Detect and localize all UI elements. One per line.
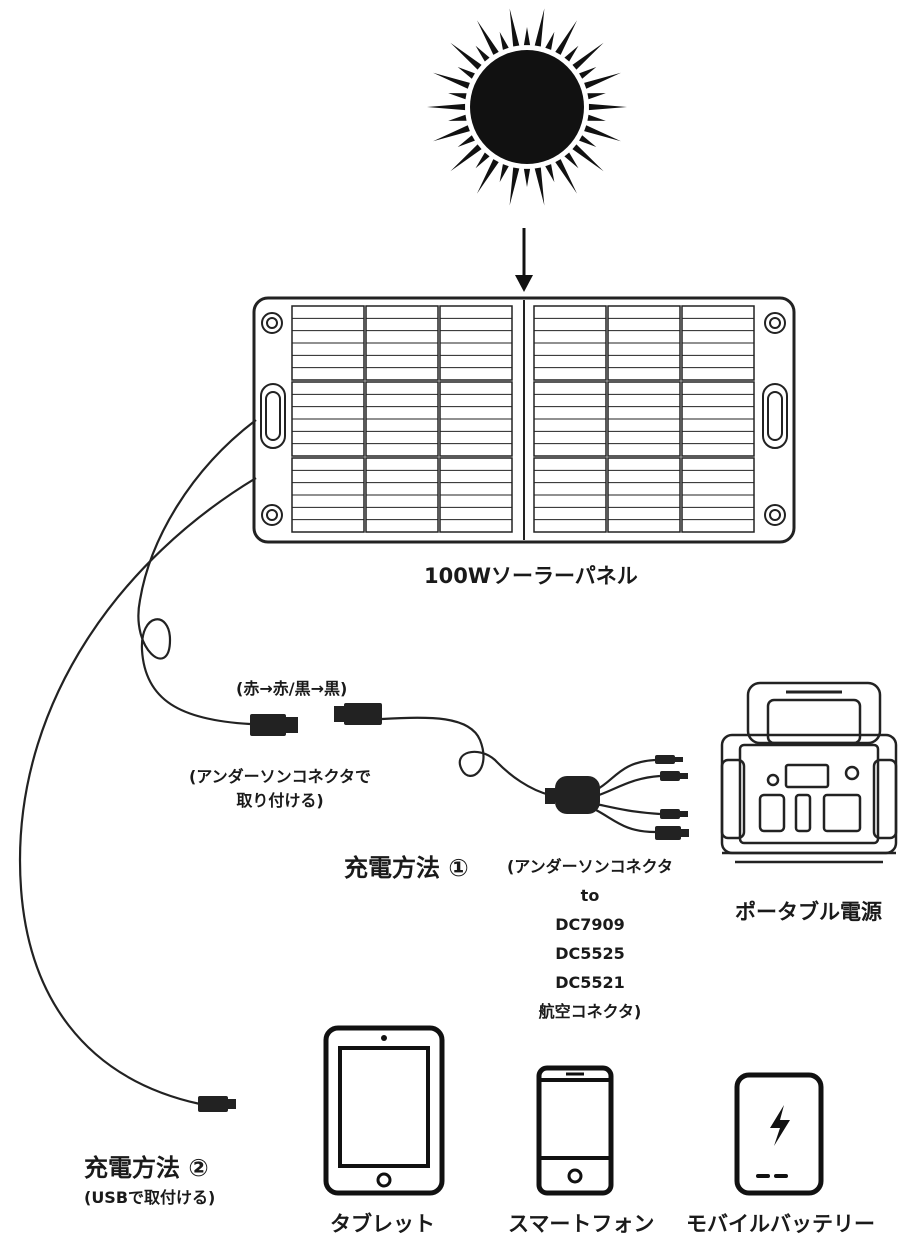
adapter-note-line2: to [580,886,600,905]
sun-ray [427,103,466,111]
sun-ray [475,152,490,169]
sun-ray [457,135,475,147]
sun-ray [584,125,621,142]
sun-ray [545,164,555,183]
solar-panel [252,296,796,544]
sun-icon [427,8,627,206]
sun-ray [509,8,520,47]
sun-ray [448,114,467,121]
sun-ray [534,8,545,47]
dc-plug-tips [655,755,689,840]
sun-ray [457,67,475,79]
method2-note: (USBで取付ける) [84,1188,216,1207]
sun-ray [564,152,579,169]
sun-ray [588,103,627,111]
sun-ray [450,42,482,70]
adapter-note-line4: DC5525 [555,944,625,963]
smartphone-icon [536,1065,614,1196]
sun-ray [523,168,531,187]
sun-ray [572,42,604,70]
sun-ray [584,72,621,89]
sun-ray [555,159,577,194]
sun-ray [534,167,545,206]
usb-plug [198,1096,236,1112]
adapter-note-line6: 航空コネクタ) [538,1002,642,1021]
anderson-note: (アンダーソンコネクタで 取り付ける) [160,763,400,811]
sun-ray [579,67,597,79]
sun-ray [587,114,606,121]
sunlight-arrow [515,228,533,292]
anderson-note-line2: 取り付ける) [236,791,324,810]
anderson-connector-left [250,714,298,736]
sun-ray [450,144,482,172]
battery-icon [734,1072,824,1196]
sun-ray [448,93,467,100]
tablet-icon [323,1025,445,1196]
solar-panel-label: 100Wソーラーパネル [424,564,638,588]
tablet-label: タブレット [330,1212,435,1236]
sun-ray [523,27,531,46]
sun-ray [499,31,509,50]
adapter-note-line3: DC7909 [555,915,625,934]
mobile-battery-label: モバイルバッテリー [686,1212,875,1236]
adapter-note-line1: (アンダーソンコネクタ [506,857,674,876]
power-station-label: ポータブル電源 [735,900,882,924]
sun-ray [477,159,499,194]
method1-title: 充電方法 ① [344,854,469,882]
sun-ray [499,164,509,183]
adapter-hub [545,776,600,814]
sun-ray [572,144,604,172]
anderson-connector-right [334,703,382,725]
sun-ray [475,45,490,62]
sun-ray [587,93,606,100]
sun-ray [433,72,470,89]
adapter-note: (アンダーソンコネクタ to DC7909 DC5525 DC5521 航空コネ… [470,852,710,1026]
sun-ray [564,45,579,62]
adapter-note-line5: DC5521 [555,973,625,992]
smartphone-label: スマートフォン [508,1212,655,1236]
sun-ray [545,31,555,50]
sun-ray [477,20,499,55]
polarity-note: (赤→赤/黒→黒) [236,679,348,698]
method2-title: 充電方法 ② [84,1154,209,1182]
sun-ray [579,135,597,147]
sun-ray [555,20,577,55]
sun-ray [509,167,520,206]
cables [18,419,661,1106]
sun-ray [433,125,470,142]
portable-power-station [720,681,898,864]
anderson-note-line1: (アンダーソンコネクタで [188,767,372,786]
